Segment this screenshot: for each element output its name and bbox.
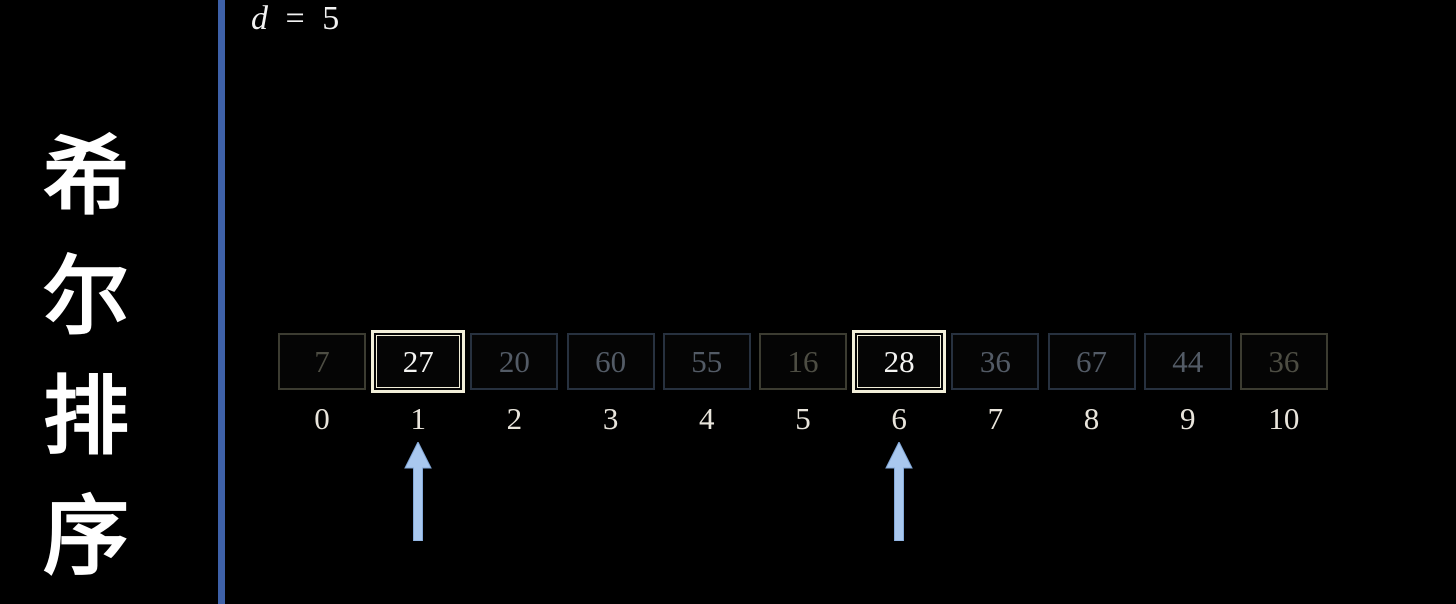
- pointer-arrow-index-1: [404, 442, 432, 541]
- array-cell-box: 7: [278, 333, 366, 390]
- array-cell-box: 55: [662, 333, 751, 390]
- array-cell-value: 44: [1172, 343, 1204, 379]
- pointer-arrow-index-6: [885, 442, 913, 541]
- gap-label: d = 5: [251, 0, 339, 41]
- array-cell-value: 67: [1076, 343, 1107, 379]
- title-char: 希: [43, 129, 129, 225]
- title-char: 序: [43, 489, 129, 585]
- array-cell-box: 28: [852, 330, 947, 393]
- gap-value: 5: [322, 0, 340, 37]
- array-cell-9: 44: [1143, 333, 1232, 390]
- up-arrow-icon: [404, 442, 432, 541]
- index-label-9: 9: [1179, 401, 1196, 436]
- array-cell-box: 16: [758, 333, 847, 390]
- array-cell-7: 36: [951, 333, 1040, 390]
- array-cell-value: 7: [314, 343, 330, 379]
- array-cell-value: 27: [402, 343, 434, 379]
- vertical-title: 希 尔 排 序: [28, 117, 144, 597]
- array-cell-value: 36: [979, 343, 1011, 379]
- title-char: 尔: [43, 249, 129, 345]
- array-cell-value: 28: [883, 343, 915, 379]
- title-char: 排: [43, 369, 129, 465]
- array-cell-value: 20: [498, 343, 530, 379]
- index-label-0: 0: [314, 401, 330, 436]
- array-cell-value: 36: [1268, 343, 1300, 379]
- array-cell-4: 55: [662, 333, 751, 390]
- index-label-4: 4: [699, 401, 715, 436]
- array-cell-6: 28: [852, 330, 947, 393]
- index-label-2: 2: [506, 401, 523, 436]
- array-cell-3: 60: [566, 333, 655, 390]
- index-label-7: 7: [987, 401, 1004, 436]
- divider-line: [218, 0, 225, 604]
- array-cell-0: 7: [278, 333, 366, 390]
- array-cell-value: 60: [595, 343, 627, 379]
- index-row: 0 1 2 3 4 5 6 7 8 9 10: [278, 399, 1328, 439]
- array-row: 7 27 20 60 55 16 28 36 67 44 36: [278, 330, 1328, 393]
- up-arrow-icon: [885, 442, 913, 541]
- index-label-1: 1: [410, 401, 426, 436]
- index-label-3: 3: [602, 401, 619, 436]
- array-cell-1: 27: [371, 330, 466, 393]
- index-label-10: 10: [1268, 401, 1300, 436]
- array-cell-box: 67: [1047, 333, 1136, 390]
- array-cell-box: 60: [566, 333, 655, 390]
- array-cell-box: 36: [951, 333, 1040, 390]
- array-cell-10: 36: [1239, 333, 1328, 390]
- array-cell-value: 16: [787, 343, 819, 379]
- index-label-8: 8: [1083, 401, 1100, 436]
- array-cell-box: 44: [1143, 333, 1232, 390]
- index-label-6: 6: [891, 401, 907, 436]
- array-cell-box: 27: [371, 330, 466, 393]
- array-cell-2: 20: [470, 333, 559, 390]
- array-cell-box: 36: [1239, 333, 1328, 390]
- gap-variable: d: [251, 0, 268, 37]
- index-label-5: 5: [795, 401, 811, 436]
- array-cell-8: 67: [1047, 333, 1136, 390]
- gap-equals: =: [285, 0, 305, 37]
- array-cell-5: 16: [758, 333, 847, 390]
- array-cell-value: 55: [691, 343, 723, 379]
- array-cell-box: 20: [470, 333, 559, 390]
